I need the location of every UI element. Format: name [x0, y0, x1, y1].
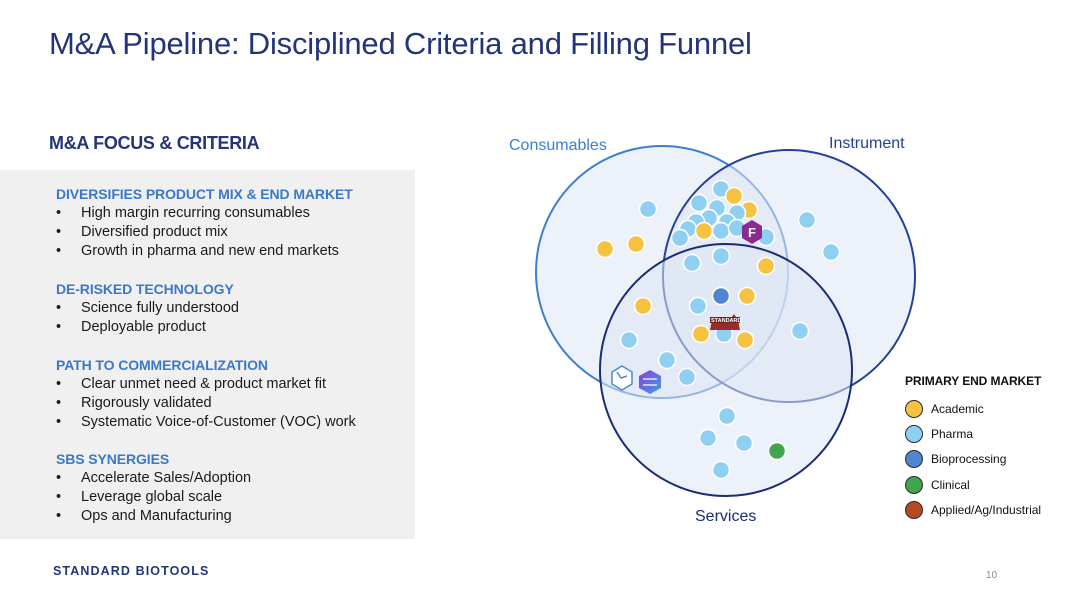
pipeline-dot-academic: [633, 296, 653, 316]
svg-text:STANDARD: STANDARD: [711, 318, 741, 324]
pipeline-dot-pharma: [698, 428, 718, 448]
bullet-item: •Growth in pharma and new end markets: [56, 243, 339, 259]
legend-item-applied: Applied/Ag/Industrial: [905, 497, 1041, 522]
footer-company-logo: STANDARD BIOTOOLS: [53, 564, 210, 578]
pipeline-dot-pharma: [657, 350, 677, 370]
bullet-item: •Deployable product: [56, 319, 206, 335]
svg-text:F: F: [748, 225, 756, 240]
slide-title: M&A Pipeline: Disciplined Criteria and F…: [49, 26, 752, 61]
pipeline-dot-pharma: [797, 210, 817, 230]
criteria-section-synergies: SBS SYNERGIES •Accelerate Sales/Adoption…: [56, 450, 251, 526]
legend-item-clinical: Clinical: [905, 472, 1041, 497]
criteria-panel: DIVERSIFIES PRODUCT MIX & END MARKET •Hi…: [0, 170, 415, 539]
pipeline-dot-academic: [626, 234, 646, 254]
f-company-logo: F: [742, 220, 762, 244]
pipeline-dot-pharma: [619, 330, 639, 350]
pipeline-dot-academic: [694, 221, 714, 241]
instrument-label: Instrument: [829, 135, 905, 152]
pipeline-dot-academic: [691, 324, 711, 344]
cube-company-logo: [639, 370, 661, 394]
pipeline-dot-academic: [756, 256, 776, 276]
pipeline-dot-pharma: [821, 242, 841, 262]
pipeline-dot-pharma: [711, 246, 731, 266]
pipeline-dot-pharma: [790, 321, 810, 341]
criteria-section-derisked: DE-RISKED TECHNOLOGY •Science fully unde…: [56, 280, 239, 337]
outline-company-logo: [611, 365, 633, 391]
pipeline-dot-pharma: [717, 406, 737, 426]
services-circle: [599, 243, 853, 497]
criteria-heading: M&A FOCUS & CRITERIA: [49, 133, 260, 153]
legend-item-bioprocessing: Bioprocessing: [905, 447, 1041, 472]
pipeline-dot-pharma: [711, 221, 731, 241]
criteria-section-diversifies: DIVERSIFIES PRODUCT MIX & END MARKET •Hi…: [56, 185, 353, 261]
page-number: 10: [986, 570, 998, 581]
bullet-item: •Clear unmet need & product market fit: [56, 376, 327, 392]
bullet-item: •Leverage global scale: [56, 489, 223, 505]
pipeline-dot-pharma: [670, 228, 690, 248]
pipeline-dots: [595, 179, 841, 480]
section-title: DIVERSIFIES PRODUCT MIX & END MARKET: [56, 186, 353, 202]
pipeline-dot-pharma: [682, 253, 702, 273]
bullet-item: •Ops and Manufacturing: [56, 508, 232, 524]
criteria-section-commercialization: PATH TO COMMERCIALIZATION •Clear unmet n…: [56, 356, 356, 432]
section-title: PATH TO COMMERCIALIZATION: [56, 357, 268, 373]
pipeline-dot-pharma: [734, 433, 754, 453]
pipeline-dot-pharma: [688, 296, 708, 316]
applied-swatch: [905, 500, 923, 519]
bioprocessing-swatch: [905, 450, 923, 469]
bullet-item: •Accelerate Sales/Adoption: [56, 470, 252, 486]
legend-item-pharma: Pharma: [905, 421, 1041, 446]
clinical-swatch: [905, 475, 923, 494]
legend: PRIMARY END MARKET Academic Pharma Biopr…: [905, 374, 1041, 522]
pipeline-dot-academic: [595, 239, 615, 259]
pipeline-dot-pharma: [711, 460, 731, 480]
pipeline-dot-academic: [737, 286, 757, 306]
consumables-label: Consumables: [509, 137, 607, 154]
section-title: SBS SYNERGIES: [56, 451, 170, 467]
pipeline-dot-academic: [735, 330, 755, 350]
pipeline-dot-pharma: [638, 199, 658, 219]
pipeline-dot-pharma: [677, 367, 697, 387]
bullet-item: •Science fully understood: [56, 300, 239, 316]
section-title: DE-RISKED TECHNOLOGY: [56, 281, 234, 297]
bullet-item: •Systematic Voice-of-Customer (VOC) work: [56, 414, 356, 430]
pipeline-dot-pharma: [689, 193, 709, 213]
legend-item-academic: Academic: [905, 396, 1041, 421]
pipeline-dot-clinical: [767, 441, 787, 461]
academic-swatch: [905, 399, 923, 418]
legend-title: PRIMARY END MARKET: [905, 374, 1042, 388]
standard-biotools-logo: STANDARD: [710, 314, 741, 330]
bullet-item: •Diversified product mix: [56, 224, 228, 240]
services-label: Services: [695, 508, 756, 525]
pipeline-dot-bioprocessing: [711, 286, 731, 306]
pharma-swatch: [905, 424, 923, 443]
bullet-item: •High margin recurring consumables: [56, 205, 310, 221]
pipeline-dot-academic: [724, 186, 744, 206]
bullet-item: •Rigorously validated: [56, 395, 212, 411]
